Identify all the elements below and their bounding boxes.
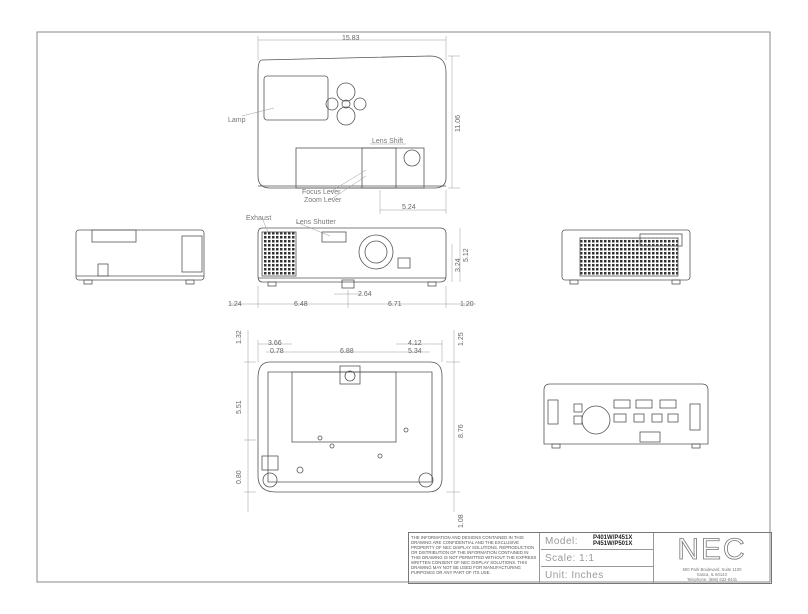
bottom-view-drawing bbox=[257, 361, 443, 493]
unit-label: Unit: Inches bbox=[545, 570, 604, 581]
scale-row: Scale: 1:1 bbox=[541, 550, 653, 567]
model-value-2: P451W/P501X bbox=[593, 541, 633, 547]
model-row: Model: P401W/P451X P451W/P501X bbox=[541, 533, 653, 550]
dim-front-a: 6.48 bbox=[294, 301, 308, 308]
address-line-3: Telephone: (866) 632-6431 bbox=[686, 577, 738, 582]
callout-focus-lever: Focus Lever bbox=[302, 189, 341, 196]
dim-top-width: 15.83 bbox=[342, 35, 360, 42]
dim-bottom-b: 6.88 bbox=[340, 348, 354, 355]
scale-label: Scale: 1:1 bbox=[545, 553, 595, 564]
dim-bottom-v2: 5.51 bbox=[236, 400, 243, 414]
dim-bottom-a: 0.78 bbox=[270, 348, 284, 355]
dim-front-left: 1.24 bbox=[228, 301, 242, 308]
dim-bottom-v6: 1.08 bbox=[458, 514, 465, 528]
dim-top-rear: 5.24 bbox=[402, 204, 416, 211]
address-line-1: 500 Park Boulevard, Suite 1100 bbox=[682, 567, 742, 572]
callout-zoom-lever: Zoom Lever bbox=[304, 197, 342, 204]
dim-front-height: 5.12 bbox=[463, 248, 470, 262]
nec-logo: NEC bbox=[677, 533, 747, 566]
callout-exhaust: Exhaust bbox=[246, 215, 272, 222]
dim-bottom-v1: 1.32 bbox=[236, 330, 243, 344]
left-side-view-drawing bbox=[75, 229, 205, 285]
front-view-drawing bbox=[257, 227, 447, 289]
dim-front-lens: 2.64 bbox=[358, 291, 372, 298]
address-line-2: Itasca, IL 60143 bbox=[697, 572, 727, 577]
confidentiality-cell: THE INFORMATION AND DESIGNS CONTAINED IN… bbox=[409, 533, 540, 583]
rear-view-drawing bbox=[543, 383, 709, 449]
dim-bottom-v3: 0.80 bbox=[236, 470, 243, 484]
callout-lamp: Lamp bbox=[228, 117, 246, 124]
dim-bottom-top-right: 4.12 bbox=[408, 340, 422, 347]
dim-bottom-top-left: 3.66 bbox=[268, 340, 282, 347]
model-value-1: P401W/P451X bbox=[593, 535, 633, 541]
confidentiality-note: THE INFORMATION AND DESIGNS CONTAINED IN… bbox=[411, 535, 537, 575]
callout-lens-shutter: Lens Shutter bbox=[296, 219, 336, 226]
top-view-drawing bbox=[257, 55, 447, 189]
callout-lens-shift: Lens Shift bbox=[372, 138, 404, 145]
dim-front-height-2: 3.24 bbox=[455, 258, 462, 272]
dim-bottom-v5: 8.76 bbox=[458, 424, 465, 438]
dim-front-b: 6.71 bbox=[388, 301, 402, 308]
right-side-view-drawing bbox=[561, 229, 691, 285]
unit-row: Unit: Inches bbox=[541, 567, 653, 583]
dim-front-right: 1.20 bbox=[460, 301, 474, 308]
dim-bottom-c: 5.34 bbox=[408, 348, 422, 355]
title-block-divider bbox=[653, 533, 654, 583]
dim-top-depth: 11.06 bbox=[455, 115, 462, 132]
model-label: Model: bbox=[545, 536, 579, 547]
dim-bottom-v4: 1.25 bbox=[458, 332, 465, 346]
title-block: THE INFORMATION AND DESIGNS CONTAINED IN… bbox=[408, 532, 772, 584]
drawing-border bbox=[36, 31, 771, 583]
